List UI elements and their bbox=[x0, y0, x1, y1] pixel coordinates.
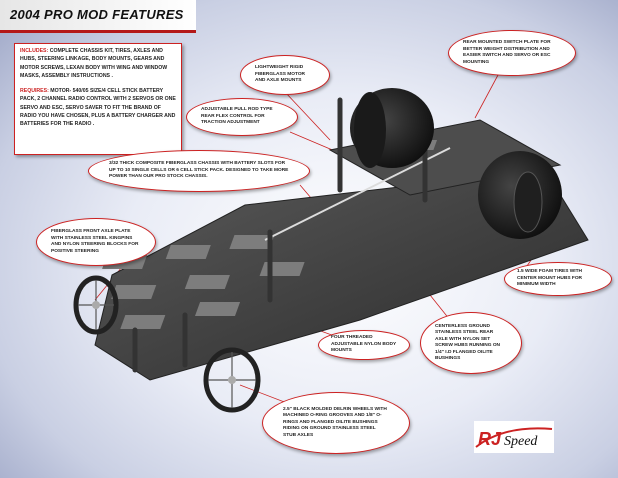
rj-speed-logo: RJ Speed bbox=[474, 421, 554, 453]
callout-chassis: 3/32 THICK COMPOSITE FIBERGLASS CHASSIS … bbox=[88, 150, 310, 192]
logo-speed: Speed bbox=[504, 434, 538, 449]
requires-label: REQUIRES: bbox=[20, 88, 49, 95]
callout-text: 1.5 WIDE FOAM TIRES WITH CENTER MOUNT HU… bbox=[517, 269, 583, 288]
callout-body-mounts: FOUR THREADED ADJUSTABLE NYLON BODY MOUN… bbox=[318, 330, 410, 360]
logo-graphic: RJ Speed bbox=[475, 427, 553, 449]
logo-rj: RJ bbox=[478, 429, 502, 449]
includes-text: COMPLETE CHASSIS KIT, TIRES, AXLES AND H… bbox=[20, 48, 168, 79]
includes-label: INCLUDES: bbox=[20, 48, 49, 54]
callout-pull-rod: ADJUSTABLE PULL ROD TYPE REAR FLEX CONTR… bbox=[186, 98, 298, 136]
requires-paragraph: REQUIRES: MOTOR- 540/05 SIZE/4 CELL STIC… bbox=[20, 87, 176, 128]
requires-text: MOTOR- 540/05 SIZE/4 CELL STICK BATTERY … bbox=[20, 88, 176, 128]
callout-motor-mount: LIGHTWEIGHT RIGID FIBERGLASS MOTOR AND A… bbox=[240, 55, 330, 95]
callout-text: 2.5" BLACK MOLDED DELRIN WHEELS WITH MAC… bbox=[283, 406, 387, 438]
callout-foam-tires: 1.5 WIDE FOAM TIRES WITH CENTER MOUNT HU… bbox=[504, 262, 612, 296]
includes-paragraph: INCLUDES: COMPLETE CHASSIS KIT, TIRES, A… bbox=[20, 47, 176, 80]
callout-text: FIBERGLASS FRONT AXLE PLATE WITH STAINLE… bbox=[51, 229, 139, 254]
callout-text: REAR MOUNTED SWITCH PLATE FOR BETTER WEI… bbox=[463, 40, 551, 65]
callout-rear-switch-plate: REAR MOUNTED SWITCH PLATE FOR BETTER WEI… bbox=[448, 30, 576, 76]
callout-front-axle: FIBERGLASS FRONT AXLE PLATE WITH STAINLE… bbox=[36, 218, 156, 266]
callout-text: 3/32 THICK COMPOSITE FIBERGLASS CHASSIS … bbox=[109, 161, 289, 180]
callout-text: LIGHTWEIGHT RIGID FIBERGLASS MOTOR AND A… bbox=[255, 65, 306, 84]
callout-text: FOUR THREADED ADJUSTABLE NYLON BODY MOUN… bbox=[331, 335, 397, 354]
requirements-box: INCLUDES: COMPLETE CHASSIS KIT, TIRES, A… bbox=[14, 43, 182, 155]
callout-text: ADJUSTABLE PULL ROD TYPE REAR FLEX CONTR… bbox=[201, 107, 273, 126]
callout-rear-axle: CENTERLESS GROUND STAINLESS STEEL REAR A… bbox=[420, 312, 522, 374]
title-bar: 2004 PRO MOD FEATURES bbox=[0, 0, 196, 33]
page-title: 2004 PRO MOD FEATURES bbox=[10, 7, 184, 22]
callout-text: CENTERLESS GROUND STAINLESS STEEL REAR A… bbox=[435, 323, 501, 362]
callout-wheels: 2.5" BLACK MOLDED DELRIN WHEELS WITH MAC… bbox=[262, 392, 410, 454]
